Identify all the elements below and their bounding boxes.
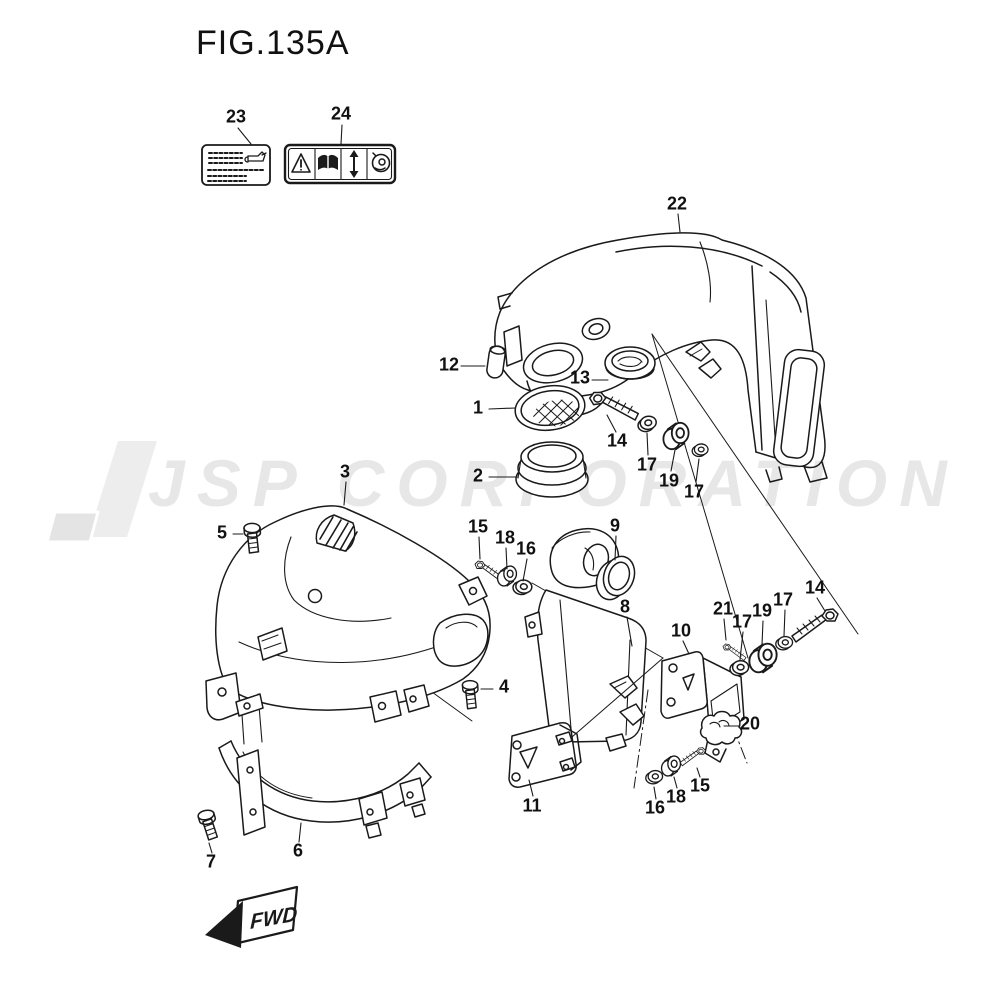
screen-1 (514, 384, 586, 432)
callout-13: 13 (569, 367, 591, 388)
bolt-7 (196, 808, 221, 842)
callout-14-b: 14 (804, 577, 826, 598)
callout-23: 23 (225, 106, 247, 127)
callout-7: 7 (205, 851, 217, 872)
oil-can-icon (244, 151, 267, 163)
callout-16-a: 16 (515, 538, 537, 559)
callout-11: 11 (522, 795, 542, 816)
callout-1: 1 (472, 397, 484, 418)
callout-9: 9 (609, 515, 621, 536)
callout-8: 8 (619, 596, 631, 617)
spacer-19b (748, 642, 778, 674)
caution-decal-23 (201, 144, 271, 186)
warning-decal-24 (283, 143, 397, 185)
clamp-20 (699, 710, 743, 746)
silencer-8 (524, 589, 647, 752)
washer-16b (645, 769, 664, 785)
callout-5: 5 (216, 522, 228, 543)
callout-15-a: 15 (467, 516, 489, 537)
leader-lines (208, 124, 826, 854)
seal-ring-2 (515, 441, 589, 498)
bolt-14 (588, 386, 640, 427)
callout-2: 2 (472, 465, 484, 486)
callout-20: 20 (739, 713, 761, 734)
ring-9 (595, 555, 636, 601)
callout-14: 14 (606, 430, 628, 451)
callout-4: 4 (498, 676, 510, 697)
callout-3: 3 (339, 461, 351, 482)
callout-18-a: 18 (494, 527, 516, 548)
washer-17a (635, 414, 659, 434)
callout-17-a: 17 (636, 454, 658, 475)
callout-15-b: 15 (689, 775, 711, 796)
plug-12 (486, 345, 506, 379)
washer-16a (511, 577, 534, 597)
watermark-logo-icon (45, 441, 157, 544)
figure-title: FIG.135A (196, 24, 350, 62)
callout-17-c: 17 (731, 611, 753, 632)
bolt-21 (722, 643, 747, 661)
fwd-arrow: FWD (205, 885, 299, 948)
silencer-cover-22 (494, 232, 828, 483)
callout-17-b: 17 (683, 481, 705, 502)
bushing-18b (660, 755, 682, 777)
callout-16-b: 16 (644, 797, 666, 818)
callout-12: 12 (438, 354, 460, 375)
callout-6: 6 (292, 840, 304, 861)
washer-17b (691, 443, 709, 458)
cover-band-6 (218, 693, 432, 839)
tilt-range-arrow-icon (349, 150, 359, 178)
callout-22: 22 (666, 193, 688, 214)
bolt-14b (791, 608, 839, 643)
projection-lines-over (571, 657, 664, 738)
callout-19-a: 19 (658, 470, 680, 491)
ring-gear-cover-3 (205, 505, 491, 723)
owners-manual-book-icon (318, 154, 338, 170)
engine-symbol-icon (371, 152, 391, 173)
cap-13 (604, 346, 656, 380)
bolt-15b (679, 747, 706, 767)
washer-17d (775, 635, 794, 651)
callout-10: 10 (670, 620, 692, 641)
callout-24: 24 (330, 103, 352, 124)
bolt-4 (461, 679, 479, 710)
callout-18-b: 18 (665, 786, 687, 807)
callout-17-d: 17 (772, 589, 794, 610)
callout-21: 21 (712, 598, 734, 619)
callout-19-b: 19 (751, 600, 773, 621)
washer-17c (729, 659, 750, 677)
bracket-11 (508, 722, 582, 788)
warning-triangle-icon (291, 153, 311, 173)
